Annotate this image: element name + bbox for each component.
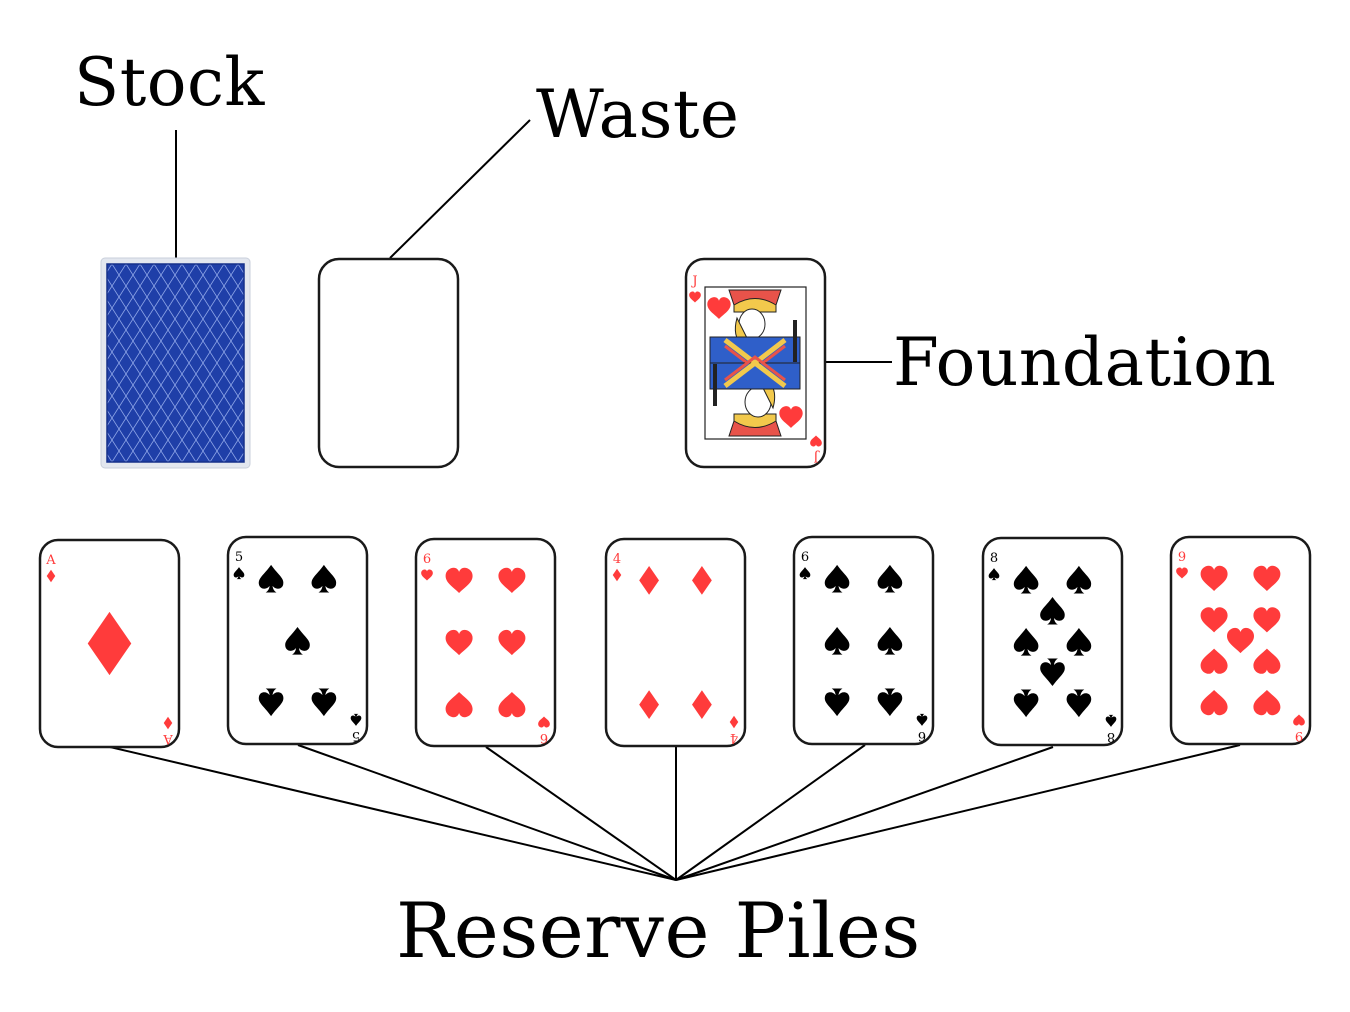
card-rank-text: 6 xyxy=(918,728,926,743)
card-rank-text: 5 xyxy=(352,728,360,743)
jack-of-hearts-face-art xyxy=(704,286,807,440)
card-face xyxy=(792,535,935,746)
card-corner-index: 9 xyxy=(1293,714,1305,743)
reserve-pile-2[interactable]: 55 xyxy=(226,535,369,746)
reserve-pile-7[interactable]: 99 xyxy=(1169,535,1312,746)
card-rank-text: 5 xyxy=(235,550,243,565)
card-rank-text: J xyxy=(690,274,697,289)
card-corner-index: 4 xyxy=(729,715,739,745)
reserve-pile-3[interactable]: 66 xyxy=(414,537,557,748)
stock-pile[interactable] xyxy=(100,257,251,469)
card-corner-index: 9 xyxy=(1176,550,1188,579)
card-corner-index: 5 xyxy=(350,713,362,743)
reserve-pile-5[interactable]: 66 xyxy=(792,535,935,746)
reserve-pile-4[interactable]: 44 xyxy=(604,537,747,748)
card-rank-text: 4 xyxy=(613,552,621,567)
reserve-pile-6[interactable]: 88 xyxy=(981,536,1124,747)
card-face xyxy=(414,537,557,748)
card-rank-text: 9 xyxy=(1178,550,1186,565)
card-corner-index: A xyxy=(163,716,174,746)
foundation-label: Foundation xyxy=(893,324,1277,401)
card-face xyxy=(604,537,747,748)
card-rank-text: A xyxy=(45,553,56,568)
card-corner-index: 4 xyxy=(612,552,622,582)
reserve-piles-label: Reserve Piles xyxy=(396,886,921,975)
card-corner-index: A xyxy=(45,553,56,583)
waste-pile[interactable] xyxy=(317,257,460,469)
card-face xyxy=(981,536,1124,747)
card-rank-text: 6 xyxy=(423,552,431,567)
reserve-pile-1[interactable]: AA xyxy=(38,538,181,749)
reserve-leader-lines xyxy=(109,744,1241,881)
card-corner-index: 6 xyxy=(916,713,928,743)
card-corner-index: 6 xyxy=(421,552,433,581)
card-corner-index: J xyxy=(810,435,822,464)
card-corner-index: J xyxy=(689,274,701,303)
card-rank-text: 8 xyxy=(1107,729,1115,744)
card-rank-text: 9 xyxy=(1295,728,1303,743)
stock-label: Stock xyxy=(74,44,265,121)
card-rank-text: 6 xyxy=(801,550,809,565)
card-corner-index: 8 xyxy=(1105,714,1117,744)
card-corner-index: 8 xyxy=(988,551,1000,581)
card-rank-text: 4 xyxy=(730,730,738,745)
foundation-pile[interactable]: JJ xyxy=(684,257,827,469)
card-rank-text: 8 xyxy=(990,551,998,566)
card-corner-index: 6 xyxy=(538,716,550,745)
card-corner-index: 6 xyxy=(799,550,811,580)
card-corner-index: 5 xyxy=(233,550,245,580)
card-rank-text: 6 xyxy=(540,730,548,745)
waste-label: Waste xyxy=(536,76,740,153)
card-rank-text: J xyxy=(813,449,820,464)
card-rank-text: A xyxy=(163,731,174,746)
waste-leader-line xyxy=(389,119,531,259)
